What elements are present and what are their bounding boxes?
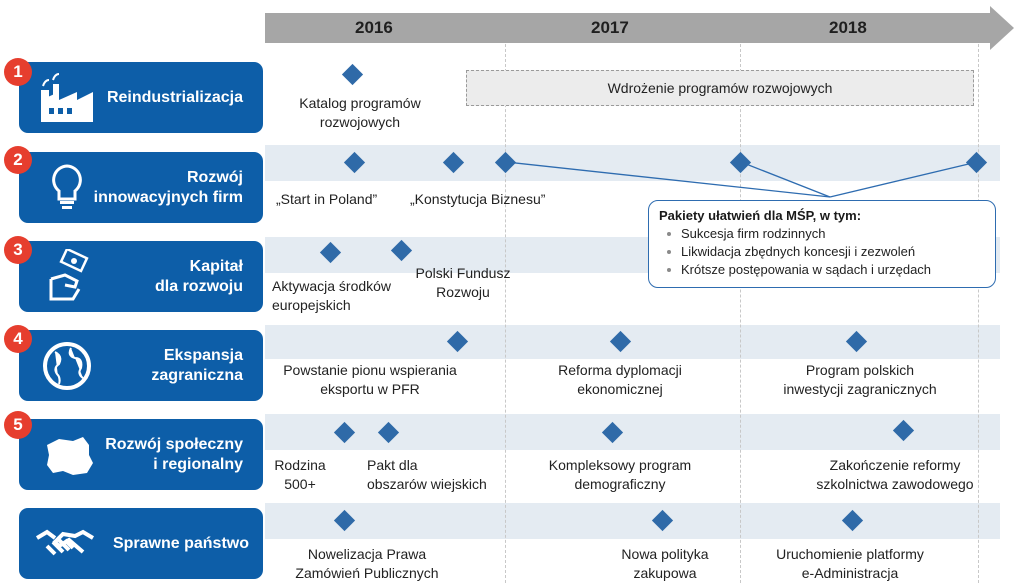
- factory-icon: [41, 73, 93, 122]
- implementation-bar: Wdrożenie programów rozwojowych: [466, 70, 974, 106]
- category-sprawne-panstwo: Sprawne państwo: [19, 508, 263, 579]
- year-2018: 2018: [829, 18, 867, 37]
- row-band-2: [265, 145, 1000, 181]
- year-2016: 2016: [355, 18, 393, 37]
- callout-list: Sukcesja firm rodzinnych Likwidacja zbęd…: [659, 225, 985, 279]
- globe-icon: [43, 342, 91, 390]
- category-title: Reindustrializacja: [106, 88, 243, 106]
- year-divider: [505, 44, 506, 583]
- category-reindustrializacja: Reindustrializacja: [19, 62, 263, 133]
- badge-4: 4: [4, 325, 32, 353]
- money-hand-icon: [49, 249, 89, 301]
- badge-2: 2: [4, 146, 32, 174]
- msp-package-callout: Pakiety ułatwień dla MŚP, w tym: Sukcesj…: [648, 200, 996, 288]
- callout-title: Pakiety ułatwień dla MŚP, w tym:: [659, 208, 862, 223]
- badge-3: 3: [4, 236, 32, 264]
- category-title: Sprawne państwo: [112, 534, 249, 552]
- poland-map-icon: [47, 437, 93, 475]
- timeline-arrow-icon: [990, 6, 1014, 50]
- year-divider: [978, 44, 979, 583]
- list-item: Sukcesja firm rodzinnych: [667, 225, 985, 243]
- badge-1: 1: [4, 58, 32, 86]
- lightbulb-icon: [52, 164, 82, 209]
- year-2017: 2017: [591, 18, 629, 37]
- list-item: Likwidacja zbędnych koncesji i zezwoleń: [667, 243, 985, 261]
- row-band-6: [265, 503, 1000, 539]
- year-divider: [740, 44, 741, 583]
- milestone-label: „Konstytucja Biznesu”: [410, 191, 546, 207]
- timeline-bar: [265, 13, 990, 43]
- row-band-4: [265, 325, 1000, 359]
- milestone-label: „Start in Poland”: [276, 191, 378, 207]
- badge-5: 5: [4, 411, 32, 439]
- handshake-icon: [35, 529, 95, 556]
- list-item: Krótsze postępowania w sądach i urzędach: [667, 261, 985, 279]
